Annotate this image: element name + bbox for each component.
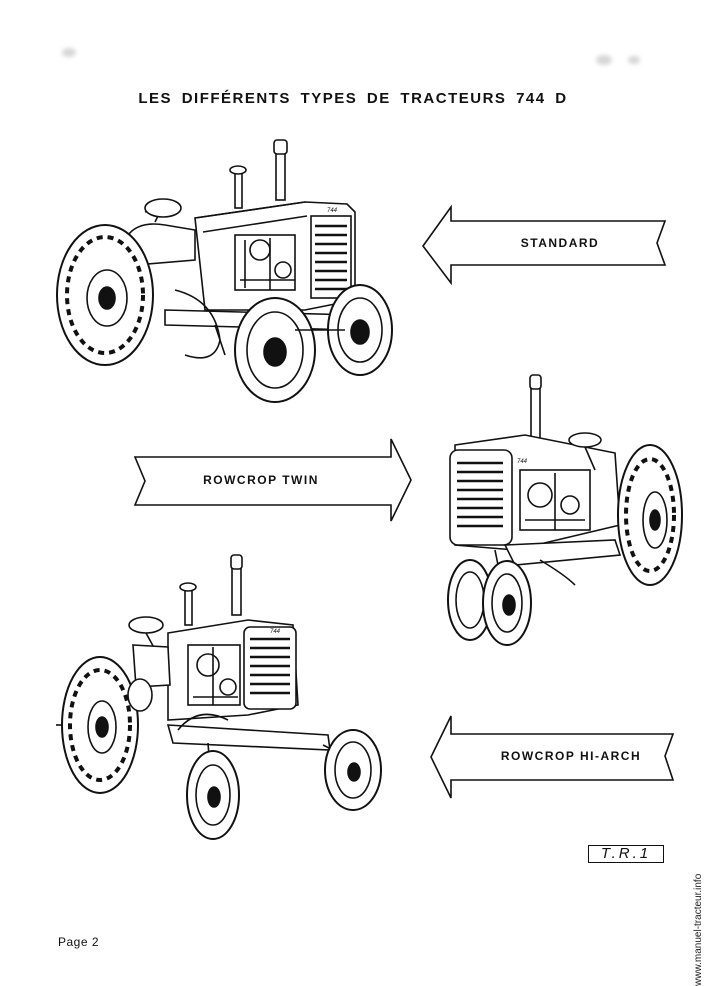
arrow-label-rowcrop-twin: ROWCROP TWIN	[203, 473, 319, 487]
tractor-badge: 744	[270, 629, 281, 635]
page-title: LES DIFFÉRENTS TYPES DE TRACTEURS 744 D	[138, 90, 568, 107]
tractor-badge: 744	[327, 208, 338, 214]
page-number: Page 2	[58, 935, 100, 949]
scan-smudge	[596, 55, 612, 65]
arrow-left-icon	[422, 204, 667, 286]
tractor-rowcrop-twin-icon: 744	[447, 374, 683, 646]
arrow-label-rowcrop-hiarch: ROWCROP HI-ARCH	[500, 749, 642, 763]
scan-smudge	[62, 48, 76, 57]
tractor-standard-icon: 744	[56, 139, 393, 403]
watermark: www.manuel-tracteur.info	[693, 873, 704, 986]
scan-smudge	[628, 56, 640, 64]
arrow-left-icon	[430, 715, 675, 799]
tractor-badge: 744	[517, 459, 528, 465]
reference-box: T.R.1	[588, 845, 664, 863]
tractor-rowcrop-hiarch-icon: 744	[56, 554, 382, 840]
arrow-label-standard: STANDARD	[520, 236, 600, 250]
arrow-right-icon	[133, 438, 412, 522]
